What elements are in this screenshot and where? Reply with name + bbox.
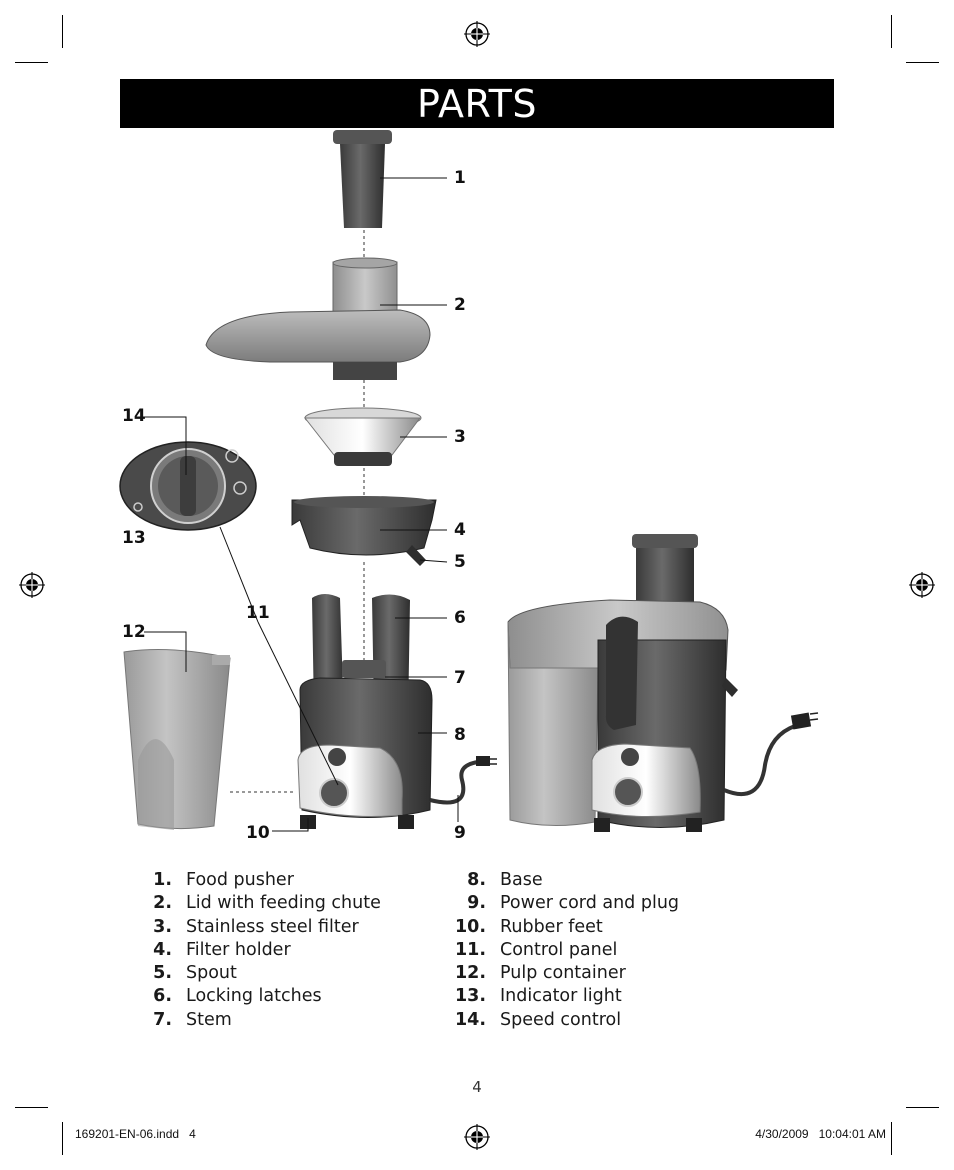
callout-label: 5 (454, 552, 466, 572)
callout-label: 7 (454, 668, 466, 688)
footer-file-name: 169201-EN-06.indd 4 (75, 1127, 196, 1141)
callout-label: 14 (122, 406, 146, 426)
callout-label: 3 (454, 427, 466, 447)
list-item: 14.Speed control (454, 1009, 622, 1030)
callout-label: 13 (122, 528, 146, 548)
registration-mark-icon (464, 1124, 490, 1150)
juicer-exploded-diagram (119, 130, 819, 832)
list-item: 12.Pulp container (454, 963, 626, 984)
callout-label: 10 (246, 823, 270, 843)
callout-label: 6 (454, 608, 466, 628)
title-bar: PARTS (120, 79, 834, 128)
filter-drawing (303, 407, 422, 466)
pulp-container-drawing (123, 649, 231, 830)
crop-mark (906, 62, 939, 63)
control-panel-zoom-drawing (119, 441, 257, 531)
base-drawing (297, 594, 497, 829)
list-item: 7.Stem (153, 1009, 232, 1030)
list-item: 11.Control panel (454, 939, 618, 960)
registration-mark-icon (19, 572, 45, 598)
crop-mark (62, 15, 63, 48)
crop-mark (15, 1107, 48, 1108)
parts-list-right: 8.Base 9.Power cord and plug 10.Rubber f… (450, 869, 679, 1032)
list-item: 8.Base (467, 870, 543, 890)
page-title: PARTS (417, 81, 537, 126)
list-item: 9.Power cord and plug (467, 893, 680, 914)
list-item: 3.Stainless steel filter (153, 916, 359, 937)
list-item: 4.Filter holder (153, 939, 291, 960)
list-item: 6.Locking latches (153, 986, 322, 1007)
callout-label: 2 (454, 295, 466, 315)
callout-label: 9 (454, 823, 466, 843)
leader-lines (144, 177, 459, 832)
lid-drawing (205, 257, 431, 380)
callout-label: 11 (246, 603, 270, 623)
list-item: 5.Spout (153, 963, 237, 984)
callout-label: 1 (454, 168, 466, 188)
registration-mark-icon (464, 21, 490, 47)
food-pusher-drawing (333, 130, 392, 228)
list-item: 1.Food pusher (153, 870, 294, 890)
assembled-juicer-drawing (507, 534, 819, 832)
crop-mark (15, 62, 48, 63)
list-item: 13.Indicator light (454, 986, 622, 1007)
callout-label: 12 (122, 622, 146, 642)
page-number: 4 (472, 1078, 482, 1096)
parts-list-left: 1.Food pusher 2.Lid with feeding chute 3… (136, 869, 381, 1032)
filter-holder-drawing (291, 496, 437, 566)
list-item: 2.Lid with feeding chute (153, 893, 381, 914)
callout-label: 4 (454, 520, 466, 540)
crop-mark (906, 1107, 939, 1108)
crop-mark (891, 1122, 892, 1155)
crop-mark (891, 15, 892, 48)
footer-timestamp: 4/30/2009 10:04:01 AM (755, 1127, 886, 1141)
registration-mark-icon (909, 572, 935, 598)
list-item: 10.Rubber feet (454, 916, 603, 937)
callout-label: 8 (454, 725, 466, 745)
crop-mark (62, 1122, 63, 1155)
